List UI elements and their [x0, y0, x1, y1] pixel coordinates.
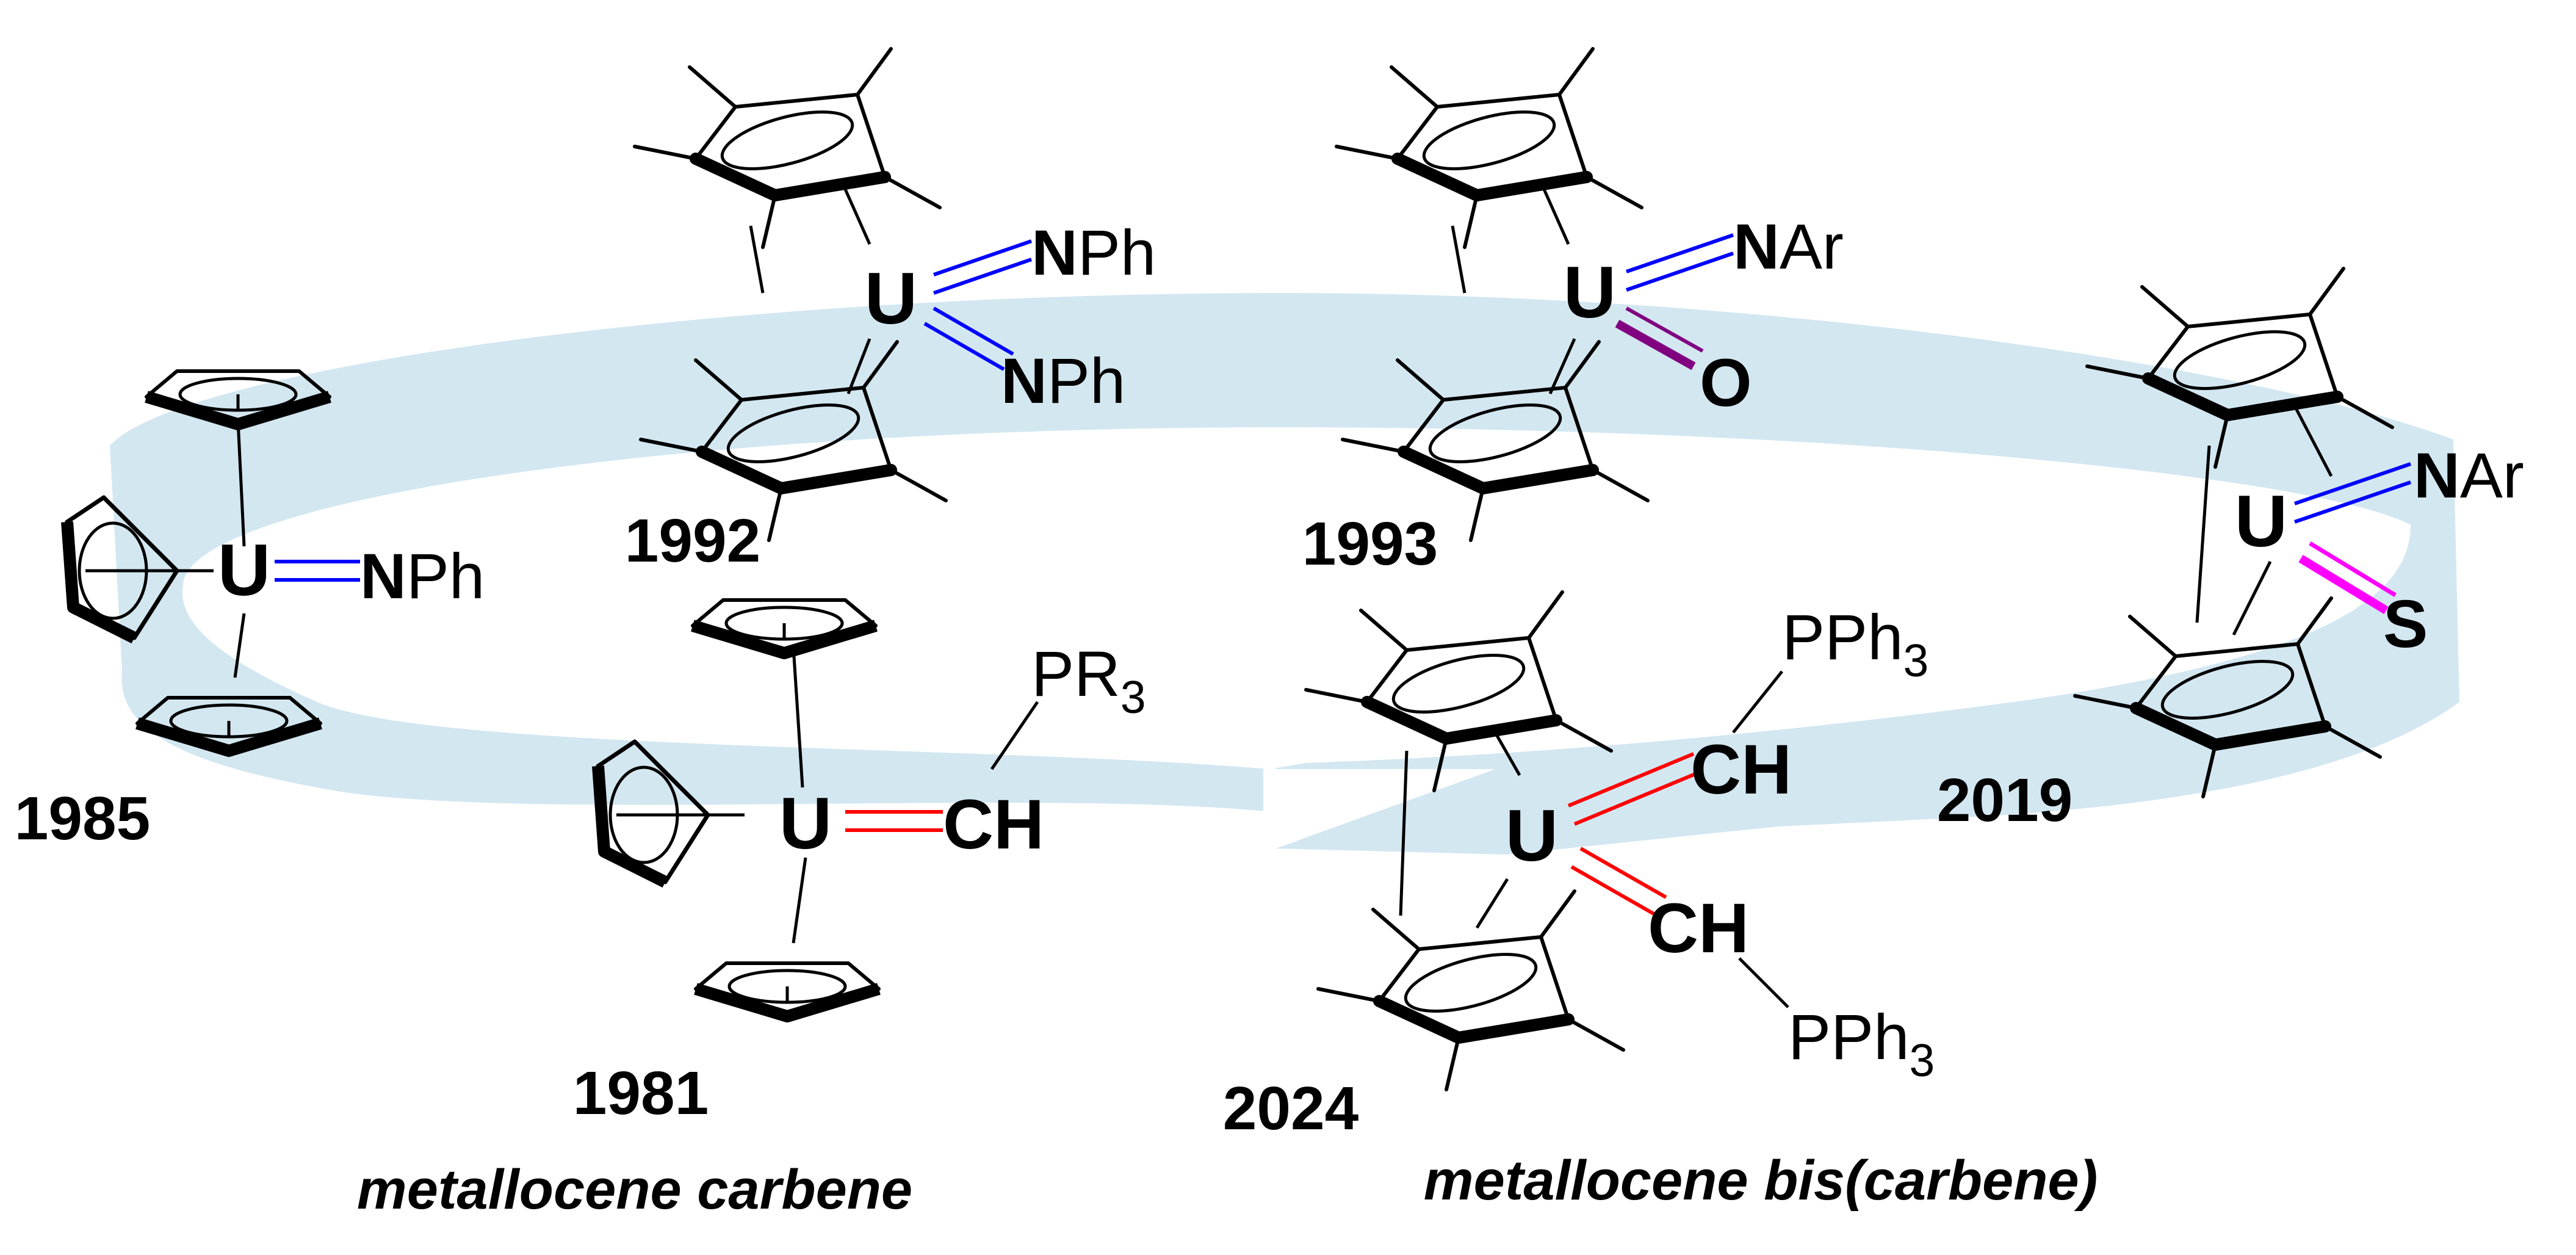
uranium-label: U [1506, 795, 1559, 877]
complex-2019: U NAr S 2019 [1937, 269, 2524, 834]
complex-1981: U CH PR3 1981 metallocene carbene [357, 600, 1146, 1221]
uranium-label: U [865, 258, 918, 339]
oxo-label: O [1700, 345, 1752, 421]
imido-label: NPh [1001, 345, 1125, 417]
uranium-label: U [2235, 480, 2288, 562]
carbene-label: CH [1690, 731, 1792, 809]
imido-label: NAr [2414, 440, 2524, 512]
imido-label: NPh [1031, 217, 1156, 289]
uranium-label: U [1564, 251, 1617, 333]
carbene-label: CH [943, 786, 1044, 864]
timeline-band [110, 293, 2459, 943]
carbene-label: CH [1648, 889, 1749, 967]
phosphine-label: PPh3 [1788, 1002, 1935, 1086]
sulfido-label: S [2383, 587, 2428, 662]
cp-star-ring-icon [1337, 49, 1642, 247]
caption-metallocene-bis-carbene: metallocene bis(carbene) [1424, 1149, 2098, 1212]
year-label-1992: 1992 [625, 507, 760, 575]
year-label-2024: 2024 [1223, 1074, 1359, 1143]
complex-1992: U NPh NPh 1992 [625, 49, 1156, 575]
year-label-1981: 1981 [573, 1059, 709, 1127]
year-label-1993: 1993 [1302, 510, 1438, 578]
caption-metallocene-carbene: metallocene carbene [357, 1159, 912, 1221]
year-label-1985: 1985 [15, 784, 150, 853]
year-label-2019: 2019 [1937, 766, 2073, 834]
complex-1993: U NAr O 1993 [1302, 49, 1844, 578]
imido-label: NAr [1733, 211, 1844, 283]
uranium-label: U [218, 529, 271, 611]
phosphine-label: PPh3 [1782, 602, 1928, 686]
phosphine-label: PR3 [1031, 638, 1146, 723]
cp-ring-icon [696, 963, 879, 1016]
uranium-label: U [779, 783, 832, 864]
complex-1985: U NPh 1985 [15, 371, 485, 853]
cp-star-ring-icon [635, 49, 940, 247]
imido-label: NPh [360, 541, 485, 612]
complex-2024: U CH CH PPh3 PPh3 2024 metallocene bis(c… [1223, 592, 2098, 1212]
